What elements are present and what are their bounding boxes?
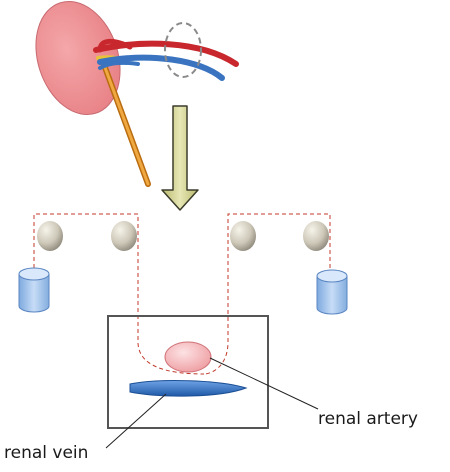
reservoir-right bbox=[316, 269, 348, 315]
ureter-highlight bbox=[101, 60, 150, 186]
renal-artery-vessel bbox=[93, 40, 239, 67]
roller-left-2 bbox=[111, 221, 137, 251]
renal-vein-label: renal vein bbox=[4, 443, 88, 463]
perfusion-tubing bbox=[33, 213, 331, 375]
renal-vein-vessel bbox=[97, 54, 225, 81]
kidney-illustration bbox=[35, 0, 239, 187]
renal-vein-segment bbox=[129, 380, 248, 397]
pump-rollers bbox=[37, 221, 329, 251]
vein-lower-branch bbox=[98, 60, 140, 70]
roller-right-1 bbox=[230, 221, 256, 251]
reservoir-left bbox=[18, 267, 50, 313]
down-arrow-icon bbox=[161, 105, 199, 211]
roller-right-2 bbox=[303, 221, 329, 251]
artery-leader-line bbox=[209, 357, 319, 410]
roller-left-1 bbox=[37, 221, 63, 251]
perfusion-chamber bbox=[107, 315, 269, 429]
cross-section-marker bbox=[164, 22, 202, 78]
renal-artery-label: renal artery bbox=[318, 409, 418, 429]
renal-artery-segment bbox=[164, 341, 212, 373]
vein-leader-line bbox=[105, 393, 167, 449]
